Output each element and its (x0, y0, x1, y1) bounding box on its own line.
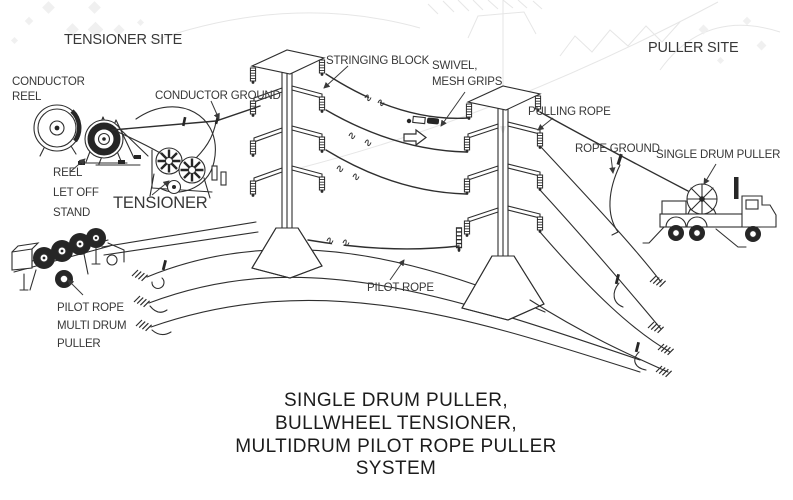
pulling-rope-label: PULLING ROPE (528, 106, 611, 118)
caption-line3: MULTIDRUM PILOT ROPE PULLER (235, 436, 557, 457)
single-drum-puller-label: SINGLE DRUM PULLER (656, 149, 780, 161)
swivel-mesh-grip (403, 115, 440, 147)
right-ground-anchors (647, 275, 675, 378)
conductor-ground-label: CONDUCTOR GROUND (155, 90, 281, 102)
conductor-reel-label-line2: REEL (12, 91, 42, 103)
reel-let-off-label-line1: REEL (53, 167, 83, 179)
caption-line1: SINGLE DRUM PULLER, (284, 390, 508, 411)
multi-drum-puller-drawing (11, 228, 125, 291)
multi-drum-puller-label-line2: MULTI DRUM (57, 320, 126, 332)
caption-line4: SYSTEM (356, 458, 437, 479)
caption: SINGLE DRUM PULLER, BULLWHEEL TENSIONER,… (235, 390, 557, 479)
single-drum-puller-truck-drawing (642, 177, 777, 248)
caption-line2: BULLWHEEL TENSIONER, (275, 413, 517, 434)
transmission-tower-right (455, 85, 545, 321)
direction-arrow (403, 128, 427, 147)
anchored-pilot-ropes (101, 221, 641, 373)
conductor-reel-label-line1: CONDUCTOR (12, 76, 85, 88)
puller-site-label: PULLER SITE (648, 40, 739, 56)
rope-ground-label: ROPE GROUND (575, 143, 660, 155)
tensioner-drawing (117, 131, 227, 199)
gear-watermark (149, 0, 781, 174)
reel-let-off-label-line2: LET OFF (53, 187, 99, 199)
left-ground-anchors (131, 259, 172, 336)
rope-ground-clamp (609, 153, 623, 236)
tensioner-label: TENSIONER (113, 194, 208, 212)
swivel-label-line2: MESH GRIPS (432, 76, 503, 88)
conductor-path (111, 105, 261, 193)
multi-drum-puller-label-line3: PULLER (57, 338, 101, 350)
stringing-block-label: STRINGING BLOCK (326, 55, 430, 67)
reel-let-off-label-line3: STAND (53, 207, 90, 219)
transmission-tower-left (249, 49, 326, 279)
conductor-reel-drawing (33, 104, 82, 157)
rope-break-symbols (326, 94, 385, 249)
puller-side-ropes (529, 111, 689, 373)
pilot-rope-label: PILOT ROPE (367, 282, 434, 294)
multi-drum-puller-label-line1: PILOT ROPE (57, 302, 124, 314)
leader-lines (67, 65, 717, 296)
tensioner-site-label: TENSIONER SITE (64, 32, 183, 48)
rope-spans (307, 73, 469, 250)
swivel-label-line1: SWIVEL, (432, 60, 477, 72)
